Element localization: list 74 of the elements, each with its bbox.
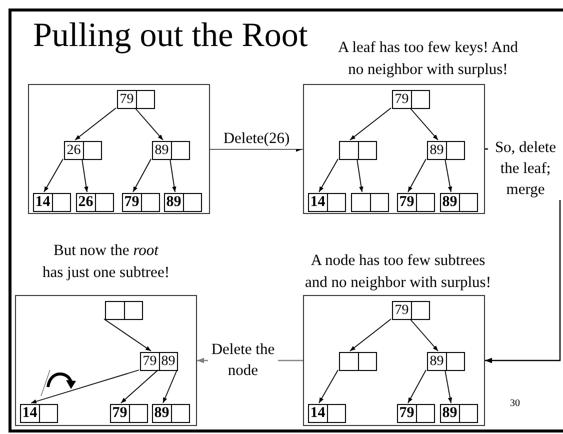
page-number: 30	[510, 398, 520, 409]
key-value: 79	[124, 195, 140, 210]
key-value: 79	[112, 406, 128, 421]
index-node	[427, 141, 465, 160]
index-node	[152, 141, 190, 160]
index-node	[339, 141, 377, 160]
pointer-arrow	[104, 318, 152, 352]
key-value: 79	[399, 406, 414, 421]
pointer-arrow	[318, 158, 338, 192]
leaf-node	[122, 193, 160, 212]
pointer-arrow	[350, 108, 392, 140]
pointer-arrow	[444, 158, 452, 192]
index-node	[117, 90, 155, 109]
key-value: 89	[166, 195, 182, 210]
pointer-arrow	[134, 108, 164, 140]
pointer-arrow	[444, 370, 452, 404]
arrow	[210, 146, 303, 152]
pointer-arrow	[120, 370, 158, 404]
key-value: 89	[442, 195, 458, 210]
pointer-arrow	[170, 158, 176, 192]
slide-title: Pulling out the Root	[33, 16, 308, 56]
index-node	[339, 352, 377, 371]
index-node	[140, 352, 178, 371]
key-value: 79	[394, 92, 409, 106]
leaf-node	[33, 193, 71, 212]
index-node	[427, 352, 465, 371]
leaf-node	[351, 193, 389, 212]
leaf-node	[308, 404, 346, 423]
leaf-node	[110, 404, 148, 423]
key-value: 26	[66, 144, 81, 158]
key-value: 79	[394, 304, 409, 318]
key-value: 89	[154, 144, 169, 158]
pointer-arrow	[30, 370, 140, 404]
key-value: 14	[310, 195, 326, 210]
leaf-node	[76, 193, 114, 212]
leaf-node	[397, 193, 435, 212]
leaf-node	[20, 404, 58, 423]
key-value: 89	[442, 406, 458, 421]
key-value: 26	[78, 195, 94, 210]
pointer-arrow	[410, 318, 438, 352]
leaf-node	[308, 193, 346, 212]
key-value: 79	[142, 354, 157, 368]
index-node	[392, 301, 430, 320]
index-node	[105, 301, 143, 320]
pointer-arrow	[410, 108, 438, 140]
leaf-node	[440, 404, 478, 423]
pointer-arrow	[408, 370, 426, 404]
leaf-node	[152, 404, 190, 423]
pointer-arrow	[44, 158, 64, 192]
leaf-node	[164, 193, 202, 212]
pointer-arrow	[356, 158, 364, 192]
key-value: 79	[120, 92, 134, 106]
panel-heading: A node has too few subtrees and no neighbor with surplus!	[304, 251, 492, 293]
leaf-node	[397, 404, 435, 423]
pointer-arrow	[162, 370, 178, 404]
key-value: 14	[22, 406, 38, 421]
pointer-arrow	[408, 158, 426, 192]
key-value: 14	[310, 406, 326, 421]
key-value: 89	[430, 354, 444, 368]
key-value: 89	[430, 144, 444, 158]
pointer-arrow	[82, 158, 88, 192]
index-node	[64, 141, 102, 160]
pointer-arrow	[350, 318, 392, 352]
pointer-arrow	[132, 158, 152, 192]
pointer-arrow	[318, 370, 338, 404]
leaf-node	[440, 193, 478, 212]
key-value: 14	[35, 195, 50, 210]
pointer-arrow	[74, 108, 116, 140]
index-node	[392, 90, 430, 109]
key-value: 79	[399, 195, 414, 210]
panel-heading: But now the root has just one subtree!	[42, 241, 170, 283]
key-value: 89	[161, 354, 176, 368]
panel-heading: A leaf has too few keys! And no neighbor with surplus!	[337, 38, 519, 80]
key-value: 89	[154, 406, 170, 421]
